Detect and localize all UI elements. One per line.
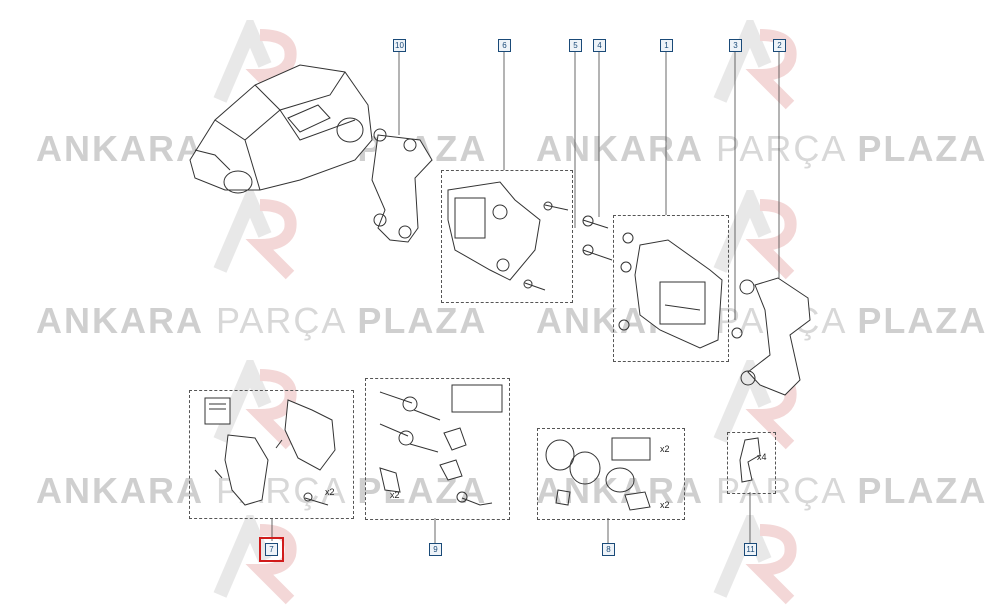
- guide-pin-kit-9: [379, 384, 503, 506]
- callout-9[interactable]: 9: [429, 543, 442, 556]
- callout-1[interactable]: 1: [660, 39, 673, 52]
- callout-4[interactable]: 4: [593, 39, 606, 52]
- caliper-bracket-2: [731, 277, 811, 396]
- qty-label: x2: [325, 487, 335, 497]
- guide-bolts-4-5: [582, 215, 634, 331]
- callout-2[interactable]: 2: [773, 39, 786, 52]
- brake-caliper-1: [634, 239, 723, 349]
- group-box-9: [365, 378, 510, 520]
- qty-label: x2: [390, 490, 400, 500]
- callout-10[interactable]: 10: [393, 39, 406, 52]
- callout-3[interactable]: 3: [729, 39, 742, 52]
- carrier-bracket-10: [371, 128, 433, 243]
- clip-kit-11: [739, 437, 761, 483]
- car-illustration: [189, 64, 373, 194]
- callout-6[interactable]: 6: [498, 39, 511, 52]
- group-box-7: [189, 390, 354, 519]
- group-box-6: [441, 170, 573, 303]
- brake-pads-7: [204, 397, 336, 506]
- qty-label: x2: [660, 500, 670, 510]
- qty-label: x4: [757, 452, 767, 462]
- callout-11[interactable]: 11: [744, 543, 757, 556]
- group-box-11: [727, 432, 776, 494]
- seal-kit-8: [545, 437, 651, 511]
- qty-label: x2: [660, 444, 670, 454]
- group-box-1: [613, 215, 729, 362]
- callout-8[interactable]: 8: [602, 543, 615, 556]
- group-box-8: [537, 428, 685, 520]
- caliper-assembly-6: [447, 181, 569, 291]
- leader-lines: [271, 51, 780, 543]
- callout-5[interactable]: 5: [569, 39, 582, 52]
- callout-7[interactable]: 7: [259, 537, 284, 562]
